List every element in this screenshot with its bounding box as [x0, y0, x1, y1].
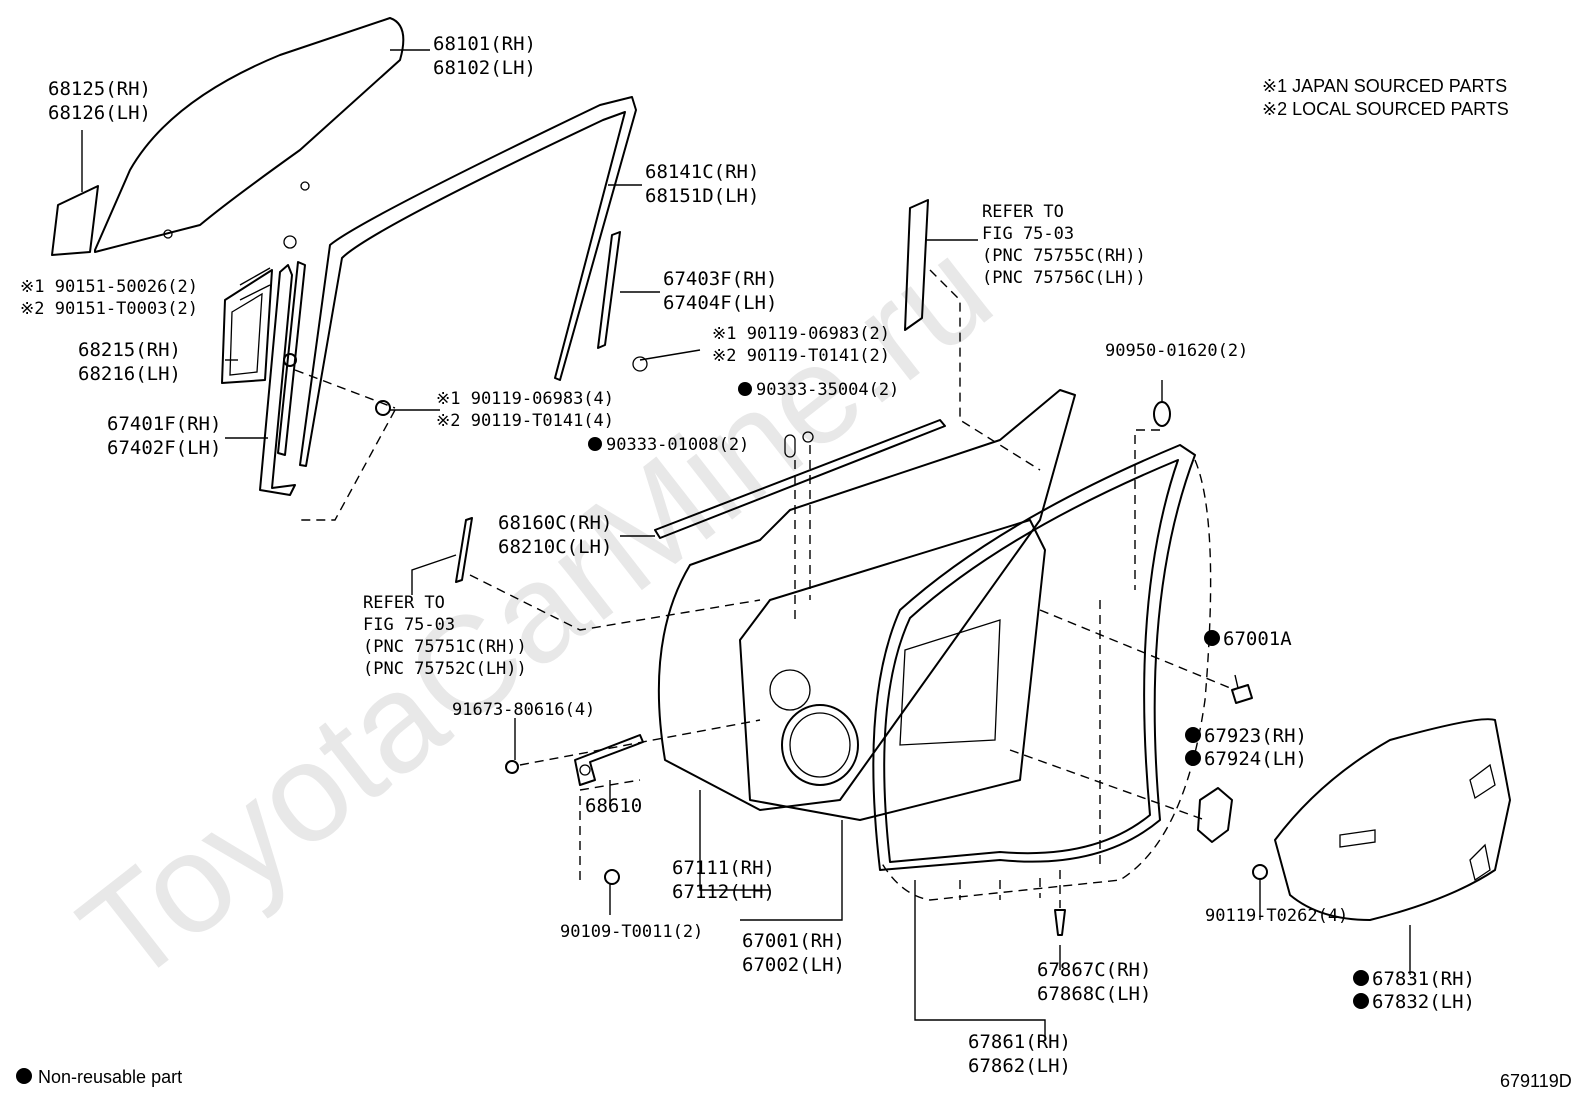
leader-lines	[81, 49, 1411, 1040]
lower-garnish	[455, 517, 473, 583]
label-68151d: 68151D(LH)	[645, 185, 759, 207]
hole-plug	[1231, 684, 1253, 704]
glass-run	[299, 96, 637, 467]
label-91673: 91673-80616(4)	[452, 700, 595, 720]
rear-sash	[597, 231, 648, 372]
refer-upper-line-1: REFER TO	[982, 202, 1064, 222]
label-67868c: 67868C(LH)	[1037, 983, 1151, 1005]
refer-upper-line-4: (PNC 75756C(LH))	[982, 268, 1146, 288]
note-japan-sourced: ※1 JAPAN SOURCED PARTS	[1262, 76, 1507, 96]
refer-upper-line-3: (PNC 75755C(RH))	[982, 246, 1146, 266]
label-67403f: 67403F(RH)	[663, 268, 777, 290]
label-68141c: 68141C(RH)	[645, 161, 759, 183]
refer-lower-line-2: FIG 75-03	[363, 615, 455, 635]
label-67404f: 67404F(LH)	[663, 292, 777, 314]
label-90151-t0003: ※2 90151-T0003(2)	[20, 299, 198, 319]
label-90950: 90950-01620(2)	[1105, 341, 1248, 361]
label-67924: 67924(LH)	[1204, 748, 1307, 770]
label-68101: 68101(RH)	[433, 33, 536, 55]
label-67862: 67862(LH)	[968, 1055, 1071, 1077]
label-90151-50026: ※1 90151-50026(2)	[20, 277, 198, 297]
dashed-lines	[294, 269, 1236, 908]
bullet-90333-35004	[738, 382, 752, 396]
bullet-67831	[1353, 970, 1369, 986]
label-90119-t0262: 90119-T0262(4)	[1205, 906, 1348, 926]
service-hole-cover	[1274, 718, 1511, 921]
window-glass	[94, 17, 405, 253]
label-67832: 67832(LH)	[1372, 991, 1475, 1013]
belt-moulding	[654, 419, 946, 539]
label-90119-06983-2: ※1 90119-06983(2)	[712, 324, 890, 344]
refer-lower-line-4: (PNC 75752C(LH))	[363, 659, 527, 679]
label-68210c: 68210C(LH)	[498, 536, 612, 558]
bullet-67924	[1185, 750, 1201, 766]
refer-lower-line-1: REFER TO	[363, 593, 445, 613]
bullet-67923	[1185, 727, 1201, 743]
label-68160c: 68160C(RH)	[498, 512, 612, 534]
bullet-67832	[1353, 993, 1369, 1009]
door-weatherstrip	[872, 444, 1196, 871]
label-68610: 68610	[585, 795, 642, 817]
door-check	[574, 734, 644, 786]
label-67111: 67111(RH)	[672, 857, 775, 879]
label-67112: 67112(LH)	[672, 881, 775, 903]
label-67001: 67001(RH)	[742, 930, 845, 952]
label-67867c: 67867C(RH)	[1037, 959, 1151, 981]
label-68126: 68126(LH)	[48, 102, 151, 124]
figure-code: 679119D	[1500, 1071, 1572, 1091]
notes: ※1 JAPAN SOURCED PARTS ※2 LOCAL SOURCED …	[16, 76, 1572, 1091]
label-90109-t0011: 90109-T0011(2)	[560, 922, 703, 942]
label-90119-06983-4: ※1 90119-06983(4)	[436, 389, 614, 409]
bolts	[283, 353, 1268, 936]
front-sash	[259, 261, 306, 496]
note-local-sourced: ※2 LOCAL SOURCED PARTS	[1262, 99, 1509, 119]
refer-lower-line-3: (PNC 75751C(RH))	[363, 637, 527, 657]
label-68215: 68215(RH)	[78, 339, 181, 361]
label-67001a: 67001A	[1223, 628, 1292, 650]
label-67861: 67861(RH)	[968, 1031, 1071, 1053]
refer-upper-line-2: FIG 75-03	[982, 224, 1074, 244]
label-90119-t0141-4: ※2 90119-T0141(4)	[436, 411, 614, 431]
legend-bullet-icon	[16, 1068, 32, 1084]
small-glass	[51, 185, 99, 256]
labels: 68101(RH) 68102(LH) 68125(RH) 68126(LH) …	[20, 33, 1475, 1077]
label-67401f: 67401F(RH)	[107, 413, 221, 435]
legend-non-reusable: Non-reusable part	[38, 1067, 182, 1087]
upper-garnish	[904, 199, 929, 331]
label-67002: 67002(LH)	[742, 954, 845, 976]
label-68125: 68125(RH)	[48, 78, 151, 100]
label-67402f: 67402F(LH)	[107, 437, 221, 459]
label-68216: 68216(LH)	[78, 363, 181, 385]
label-67923: 67923(RH)	[1204, 725, 1307, 747]
bullet-67001a	[1204, 630, 1220, 646]
label-90333-35004: 90333-35004(2)	[756, 380, 899, 400]
grommet-part	[1153, 401, 1171, 427]
label-67831: 67831(RH)	[1372, 968, 1475, 990]
bullet-90333-01008	[588, 437, 602, 451]
label-90333-01008: 90333-01008(2)	[606, 435, 749, 455]
quarter-window-frame	[221, 235, 297, 384]
label-90119-t0141-2: ※2 90119-T0141(2)	[712, 346, 890, 366]
label-68102: 68102(LH)	[433, 57, 536, 79]
hinge-cover	[1197, 787, 1233, 843]
